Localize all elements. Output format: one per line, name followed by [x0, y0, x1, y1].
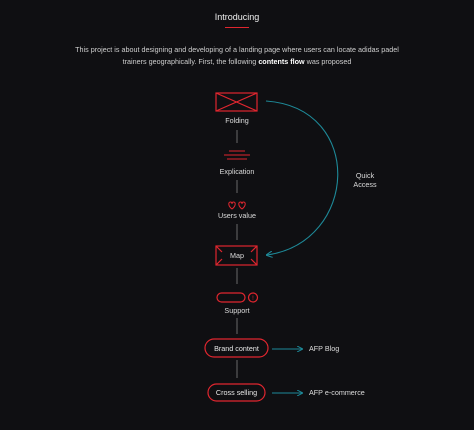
brand-content-pill: [204, 338, 269, 358]
users-value-label: Users value: [218, 211, 256, 220]
cross-selling-pill: [207, 383, 266, 402]
quick-access-label: Quick Access: [352, 171, 378, 189]
intro-text-end: was proposed: [304, 57, 352, 66]
map-box: [215, 245, 258, 266]
quick-access-line-2: Access: [353, 180, 377, 189]
title-underline: [225, 27, 249, 28]
intro-paragraph: This project is about designing and deve…: [70, 44, 404, 68]
cross-selling-label: Cross selling: [215, 388, 258, 397]
explication-label: Explication: [219, 167, 255, 176]
quick-access-line-1: Quick: [355, 171, 375, 180]
intro-text-bold: contents flow: [258, 57, 305, 66]
support-icon: [216, 292, 259, 303]
folding-icon: [215, 92, 258, 112]
explication-icon: [224, 150, 250, 160]
intro-text-start: This project is about designing and deve…: [75, 45, 399, 66]
support-badge-icon: !: [252, 296, 254, 302]
afp-blog-label: AFP Blog: [309, 344, 340, 353]
afp-ecommerce-label: AFP e-commerce: [309, 388, 365, 397]
support-label: Support: [224, 306, 250, 315]
brand-content-label: Brand content: [214, 344, 259, 353]
map-label: Map: [230, 251, 244, 260]
section-title: Introducing: [214, 12, 260, 22]
heart-icon: [228, 201, 246, 210]
quick-access-arrow: [266, 100, 339, 255]
folding-label: Folding: [225, 116, 249, 125]
